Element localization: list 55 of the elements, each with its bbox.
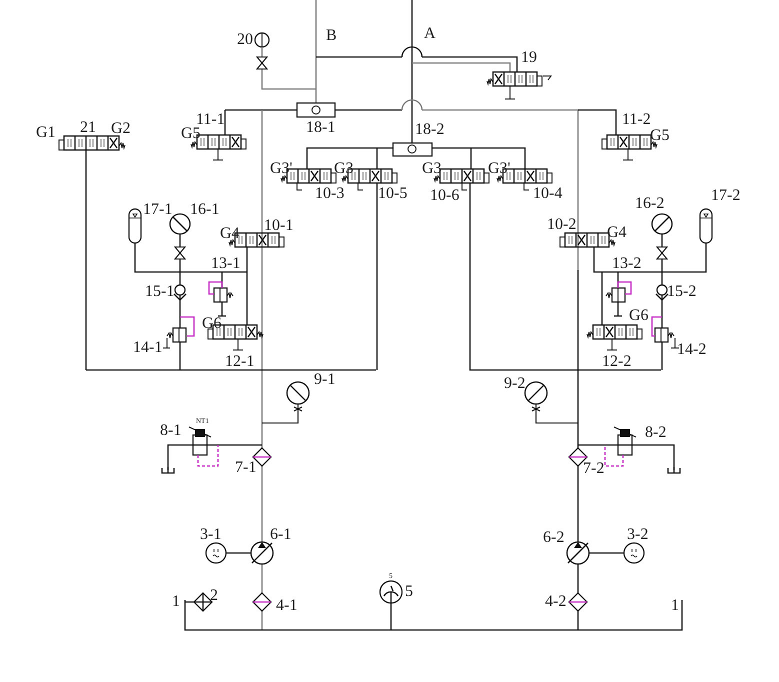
- callout-number: 3-1: [200, 527, 222, 543]
- signal-label: G6: [202, 316, 222, 332]
- callout-number: 10-5: [378, 186, 408, 202]
- callout-number: 16-2: [635, 196, 664, 212]
- port-label: A: [424, 26, 436, 42]
- callout-number: 17-2: [711, 188, 740, 204]
- port-label: B: [326, 28, 337, 44]
- callout-number: 5: [405, 584, 413, 600]
- callout-number: 7-2: [583, 461, 604, 477]
- callout-number: 6-2: [543, 530, 564, 546]
- callout-number: 21: [80, 120, 96, 136]
- signal-label: G5: [650, 128, 670, 144]
- callout-number: 12-2: [602, 354, 632, 370]
- signal-label: G2: [111, 121, 131, 137]
- callout-number: 13-2: [612, 256, 642, 272]
- callout-number: 12-1: [225, 354, 254, 370]
- signal-label: G1: [36, 125, 56, 141]
- callout-number: 4-2: [545, 594, 566, 610]
- callout-number: 11-1: [196, 112, 225, 128]
- callout-number: 15-2: [667, 284, 696, 300]
- callout-number: 3-2: [627, 527, 648, 543]
- callout-number: 14-1: [133, 340, 162, 356]
- callout-number: 11-2: [622, 112, 651, 128]
- signal-label: G6: [629, 308, 649, 324]
- callout-number: 2: [210, 588, 218, 604]
- callout-number: 10-4: [533, 186, 562, 202]
- callout-number: 17-1: [143, 202, 172, 218]
- callout-number: 10-6: [430, 188, 460, 204]
- callout-number: 10-3: [315, 186, 344, 202]
- callout-number: 10-1: [264, 218, 294, 234]
- callout-number: 10-2: [547, 217, 576, 233]
- signal-label: G3': [270, 161, 292, 177]
- callout-number: 18-2: [415, 122, 444, 138]
- callout-number: 14-2: [677, 342, 706, 358]
- callout-number: 4-1: [276, 598, 298, 614]
- callout-number: 20: [237, 32, 253, 48]
- callout-number: 8-2: [645, 425, 666, 441]
- callout-number: 15-1: [145, 284, 174, 300]
- signal-label: G4: [220, 226, 240, 242]
- callout-number: 18-1: [306, 120, 336, 136]
- callout-number: 16-1: [190, 202, 220, 218]
- callout-number: 7-1: [235, 460, 256, 476]
- signal-label: G3: [422, 161, 442, 177]
- callout-number: 9-1: [314, 372, 336, 388]
- signal-label: G3: [334, 161, 354, 177]
- signal-label: G4: [607, 225, 627, 241]
- callout-number: 19: [521, 50, 537, 66]
- callout-number: 6-1: [270, 527, 292, 543]
- callout-number: 8-1: [160, 423, 182, 439]
- callout-number: 13-1: [211, 256, 240, 272]
- callout-number: 9-2: [504, 376, 526, 392]
- callout-number: 1: [671, 598, 679, 614]
- callout-number: 1: [172, 594, 180, 610]
- signal-label: G3': [488, 161, 510, 177]
- signal-label: G5: [181, 126, 201, 142]
